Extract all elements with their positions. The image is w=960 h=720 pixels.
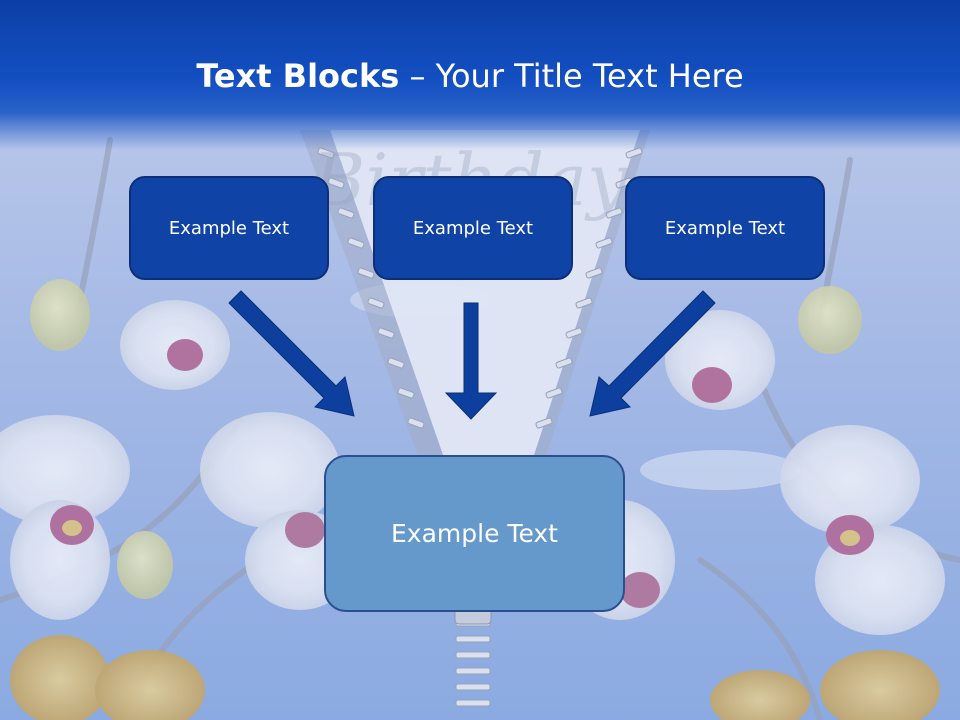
title-bold: Text Blocks: [196, 57, 400, 95]
text-block-label: Example Text: [168, 217, 290, 239]
text-block-bottom[interactable]: Example Text: [324, 455, 625, 612]
title-rest: Your Title Text Here: [435, 57, 744, 95]
slide-title: Text Blocks – Your Title Text Here: [0, 50, 950, 102]
text-block-top-right[interactable]: Example Text: [625, 176, 825, 280]
title-dash: –: [399, 57, 436, 95]
text-block-label: Example Text: [664, 217, 786, 239]
text-block-top-center[interactable]: Example Text: [373, 176, 573, 280]
text-block-label: Example Text: [391, 519, 558, 548]
arrow-down-icon: [444, 302, 498, 420]
title-bar: [0, 0, 960, 150]
arrow-down-right-icon: [228, 290, 355, 417]
text-block-label: Example Text: [412, 217, 534, 239]
text-block-top-left[interactable]: Example Text: [129, 176, 329, 280]
arrow-down-left-icon: [589, 290, 716, 417]
